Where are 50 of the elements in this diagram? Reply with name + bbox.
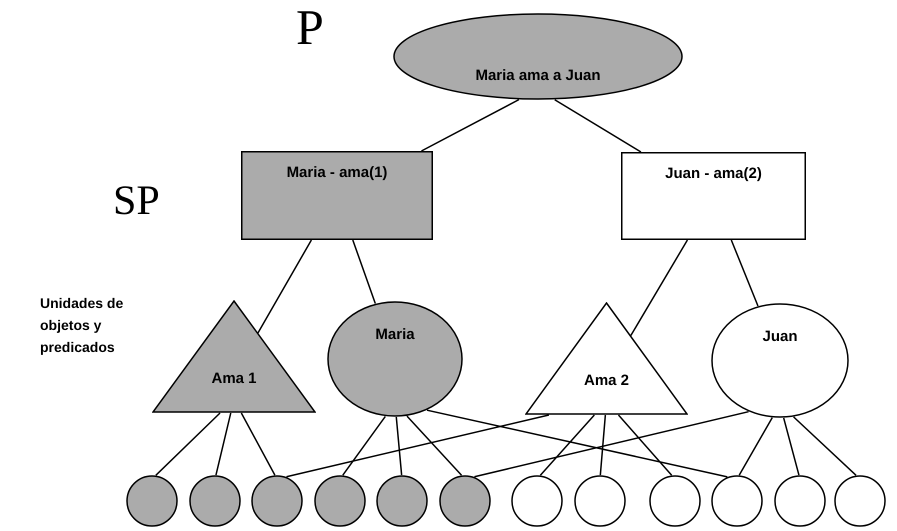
connector-line (738, 417, 773, 476)
unit-circle (711, 475, 763, 527)
unit-circle (376, 475, 428, 527)
connector-line (240, 412, 276, 476)
node-label: Maria - ama(1) (286, 162, 388, 183)
connector-line (286, 414, 550, 478)
unit-circle (251, 475, 303, 527)
level-label: P (296, 2, 324, 52)
node-label: Maria ama a Juan (475, 66, 601, 86)
triangle-node (152, 300, 316, 413)
box-node (621, 152, 806, 240)
unit-circle (574, 475, 626, 527)
connector-line (426, 409, 728, 478)
connector-line (352, 240, 376, 304)
connector-line (406, 416, 462, 476)
level-label: Unidades de objetos y predicados (40, 294, 124, 357)
unit-circle (126, 475, 178, 527)
node-label: Juan - ama(2) (665, 164, 762, 184)
connector-line (554, 99, 642, 153)
connector-line (793, 416, 857, 476)
connector-line (730, 240, 759, 306)
connector-line (600, 414, 606, 476)
node-label: Maria (375, 325, 415, 346)
ellipse-node (327, 301, 463, 417)
connector-line (474, 410, 749, 478)
unit-circle (774, 475, 826, 527)
unit-circle (189, 475, 241, 527)
triangle-node (525, 302, 688, 415)
connector-line (215, 412, 232, 476)
connector-line (782, 418, 800, 476)
node-label: Ama 2 (584, 370, 630, 391)
connector-line (618, 414, 672, 476)
box-node (241, 151, 433, 240)
unit-circle (834, 475, 886, 527)
connector-line (540, 414, 595, 476)
connector-line (421, 98, 520, 152)
node-label: Juan (762, 327, 798, 347)
unit-circle (314, 475, 366, 527)
connector-line (396, 416, 402, 476)
connector-line (630, 240, 688, 336)
unit-circle (439, 475, 491, 527)
connector-line (342, 416, 386, 476)
unit-circle (649, 475, 701, 527)
connector-line (257, 240, 312, 334)
connector-line (155, 412, 221, 476)
node-label: Ama 1 (211, 368, 257, 389)
ellipse-node (393, 13, 683, 100)
ellipse-node (711, 303, 849, 418)
unit-circle (511, 475, 563, 527)
level-label: SP (113, 180, 160, 222)
